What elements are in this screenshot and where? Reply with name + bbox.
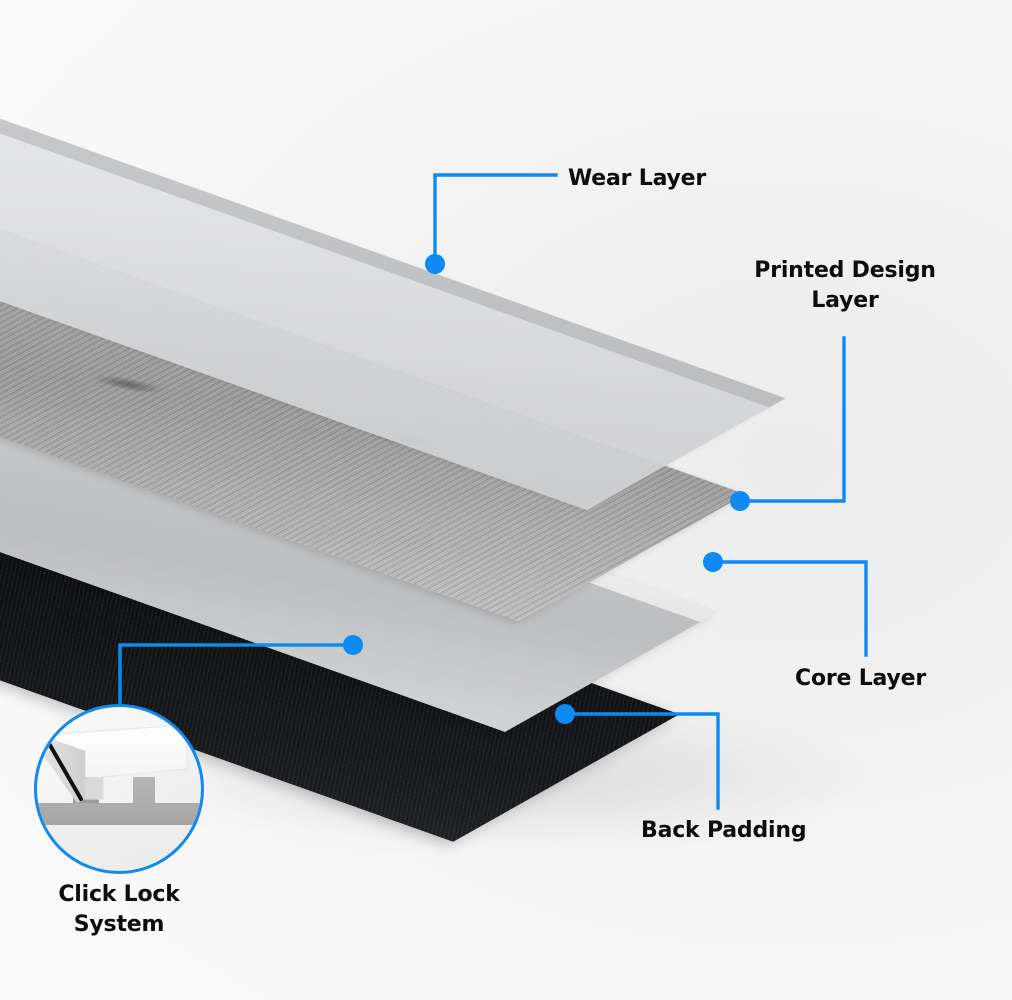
label-printed-design-layer: Printed Design Layer — [754, 258, 936, 313]
woodgrain-knot — [85, 371, 172, 398]
label-wear-layer: Wear Layer — [568, 166, 707, 191]
click-lock-inset — [34, 704, 204, 874]
label-click-lock-system: Click Lock System — [58, 882, 180, 937]
leader-wear-layer — [433, 173, 558, 266]
lower-plank-front-face — [37, 825, 201, 847]
leader-core-layer — [711, 560, 868, 657]
tongue-tip — [85, 777, 103, 799]
label-core-layer: Core Layer — [795, 666, 926, 691]
anchor-dot-core-layer — [703, 552, 723, 572]
leader-printed-layer — [738, 336, 846, 503]
label-back-padding: Back Padding — [641, 818, 807, 843]
click-lock-profile-icon — [37, 724, 201, 847]
seam-line — [41, 731, 83, 801]
